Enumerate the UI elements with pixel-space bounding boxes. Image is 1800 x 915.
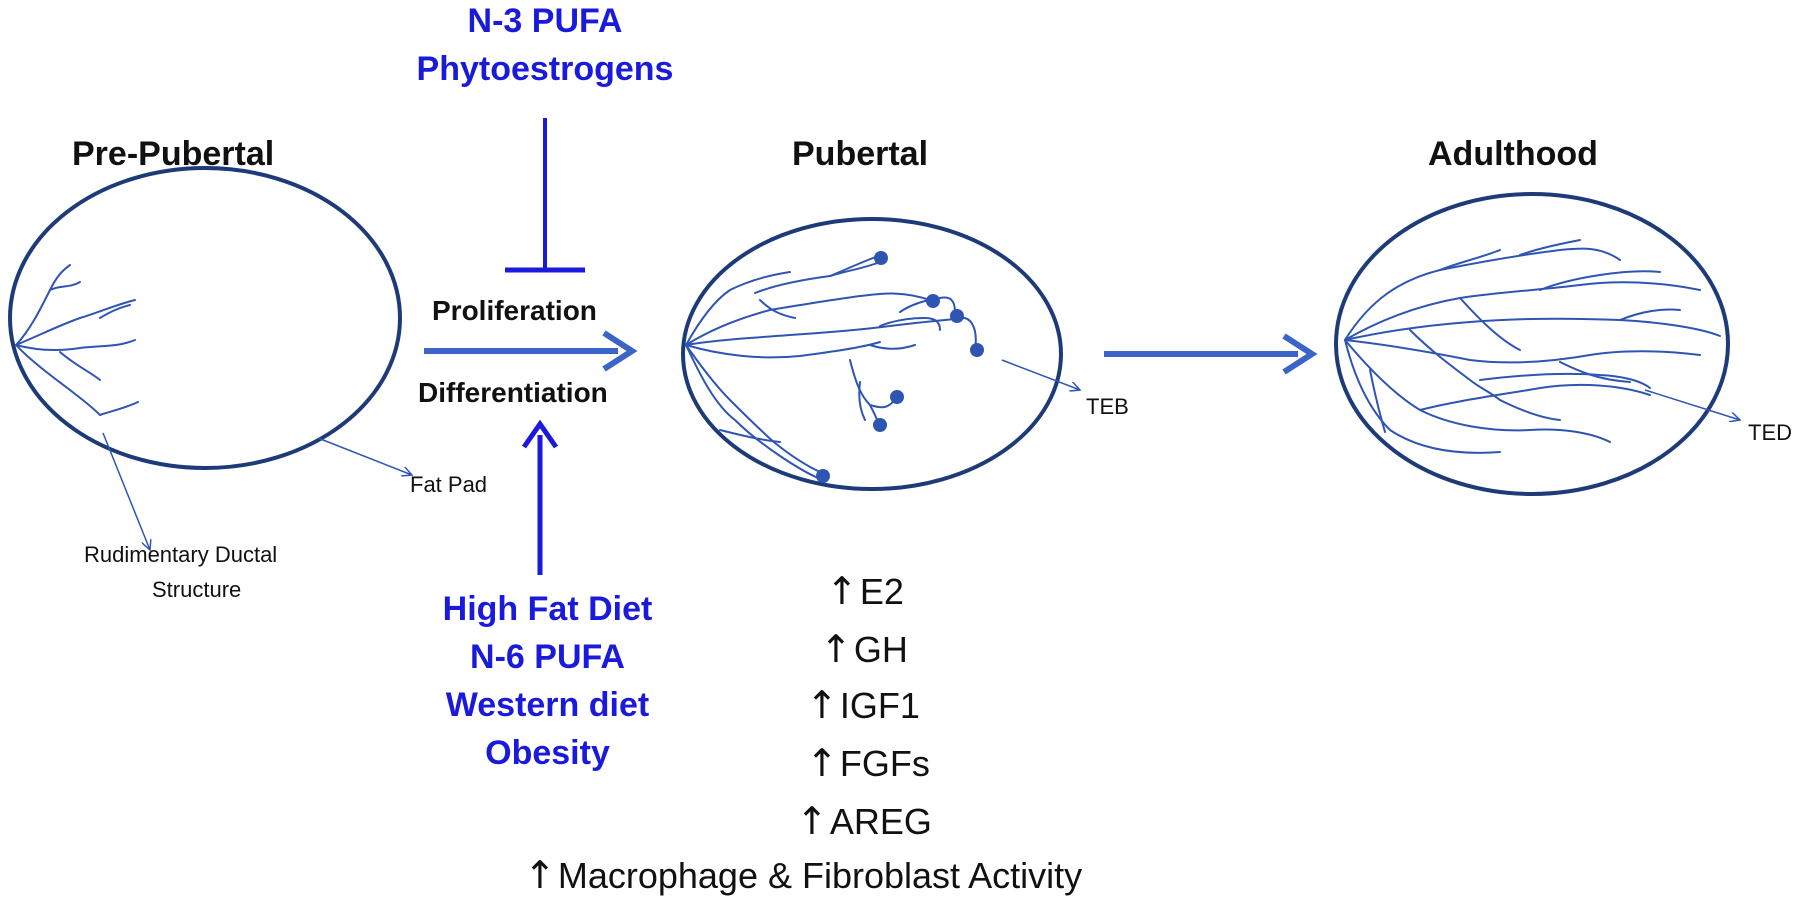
fat-pad-ellipse-prepubertal (8, 166, 402, 470)
factor-gh: ↑GH (820, 630, 908, 668)
stage-title-pre-pubertal: Pre-Pubertal (72, 135, 275, 173)
teb-bud (890, 390, 904, 404)
ted-pointer-arrow (1644, 389, 1740, 420)
factor-macrophage-fibroblast: ↑Macrophage & Fibroblast Activity (524, 856, 1082, 894)
up-arrow-icon: ↑ (806, 683, 838, 727)
label-proliferation: Proliferation (432, 295, 597, 326)
promoter-n6-pufa: N-6 PUFA (470, 638, 625, 676)
factor-fgfs: ↑FGFs (806, 744, 930, 782)
factor-label: IGF1 (839, 685, 920, 726)
factor-label: E2 (859, 571, 904, 612)
promoter-high-fat-diet: High Fat Diet (442, 590, 653, 628)
annotation-rudimentary-ductal: Rudimentary Ductal (84, 542, 278, 567)
promoter-western-diet: Western diet (445, 686, 650, 724)
teb-bud (950, 309, 964, 323)
teb-bud (873, 418, 887, 432)
teb-bud (970, 343, 984, 357)
up-arrow-icon: ↑ (806, 741, 838, 785)
annotation-ted: TED (1748, 420, 1792, 445)
factor-label: AREG (829, 801, 932, 842)
promoter-obesity: Obesity (485, 734, 610, 772)
pre-to-pubertal-arrow (424, 330, 638, 372)
rudimentary-ducts (15, 264, 139, 417)
stage-title-adulthood: Adulthood (1428, 135, 1598, 173)
inhibitor-n3-pufa: N-3 PUFA (467, 2, 623, 40)
fat-pad-ellipse-pubertal (681, 217, 1063, 491)
annotation-teb: TEB (1086, 394, 1129, 419)
annotation-structure: Structure (152, 577, 242, 602)
inhibitor-phytoestrogens: Phytoestrogens (416, 50, 674, 88)
pubertal-to-adult-arrow (1104, 333, 1318, 375)
fat-pad-pointer-arrow (317, 437, 412, 475)
stage-title-pubertal: Pubertal (792, 135, 929, 173)
factor-igf1: ↑IGF1 (806, 686, 920, 724)
up-arrow-icon: ↑ (826, 569, 858, 613)
label-differentiation: Differentiation (418, 377, 608, 408)
fat-pad-ellipse-adulthood (1334, 192, 1730, 496)
annotation-fat-pad: Fat Pad (410, 472, 488, 497)
rudimentary-pointer-arrow (102, 432, 150, 550)
factor-areg: ↑AREG (796, 802, 932, 840)
adult-ducts (1344, 239, 1721, 454)
factor-label: Macrophage & Fibroblast Activity (557, 855, 1083, 896)
teb-pointer-arrow (1001, 359, 1080, 390)
up-arrow-icon: ↑ (524, 853, 556, 897)
pubertal-ducts (685, 255, 977, 479)
teb-bud (816, 469, 830, 483)
factor-e2: ↑E2 (826, 572, 904, 610)
factor-label: FGFs (839, 743, 930, 784)
inhibition-bar (505, 118, 585, 273)
promoter-up-arrow (521, 419, 559, 575)
up-arrow-icon: ↑ (796, 799, 828, 843)
factor-label: GH (853, 629, 908, 670)
teb-bud (926, 294, 940, 308)
up-arrow-icon: ↑ (820, 627, 852, 671)
terminal-end-buds (816, 251, 984, 483)
teb-bud (874, 251, 888, 265)
